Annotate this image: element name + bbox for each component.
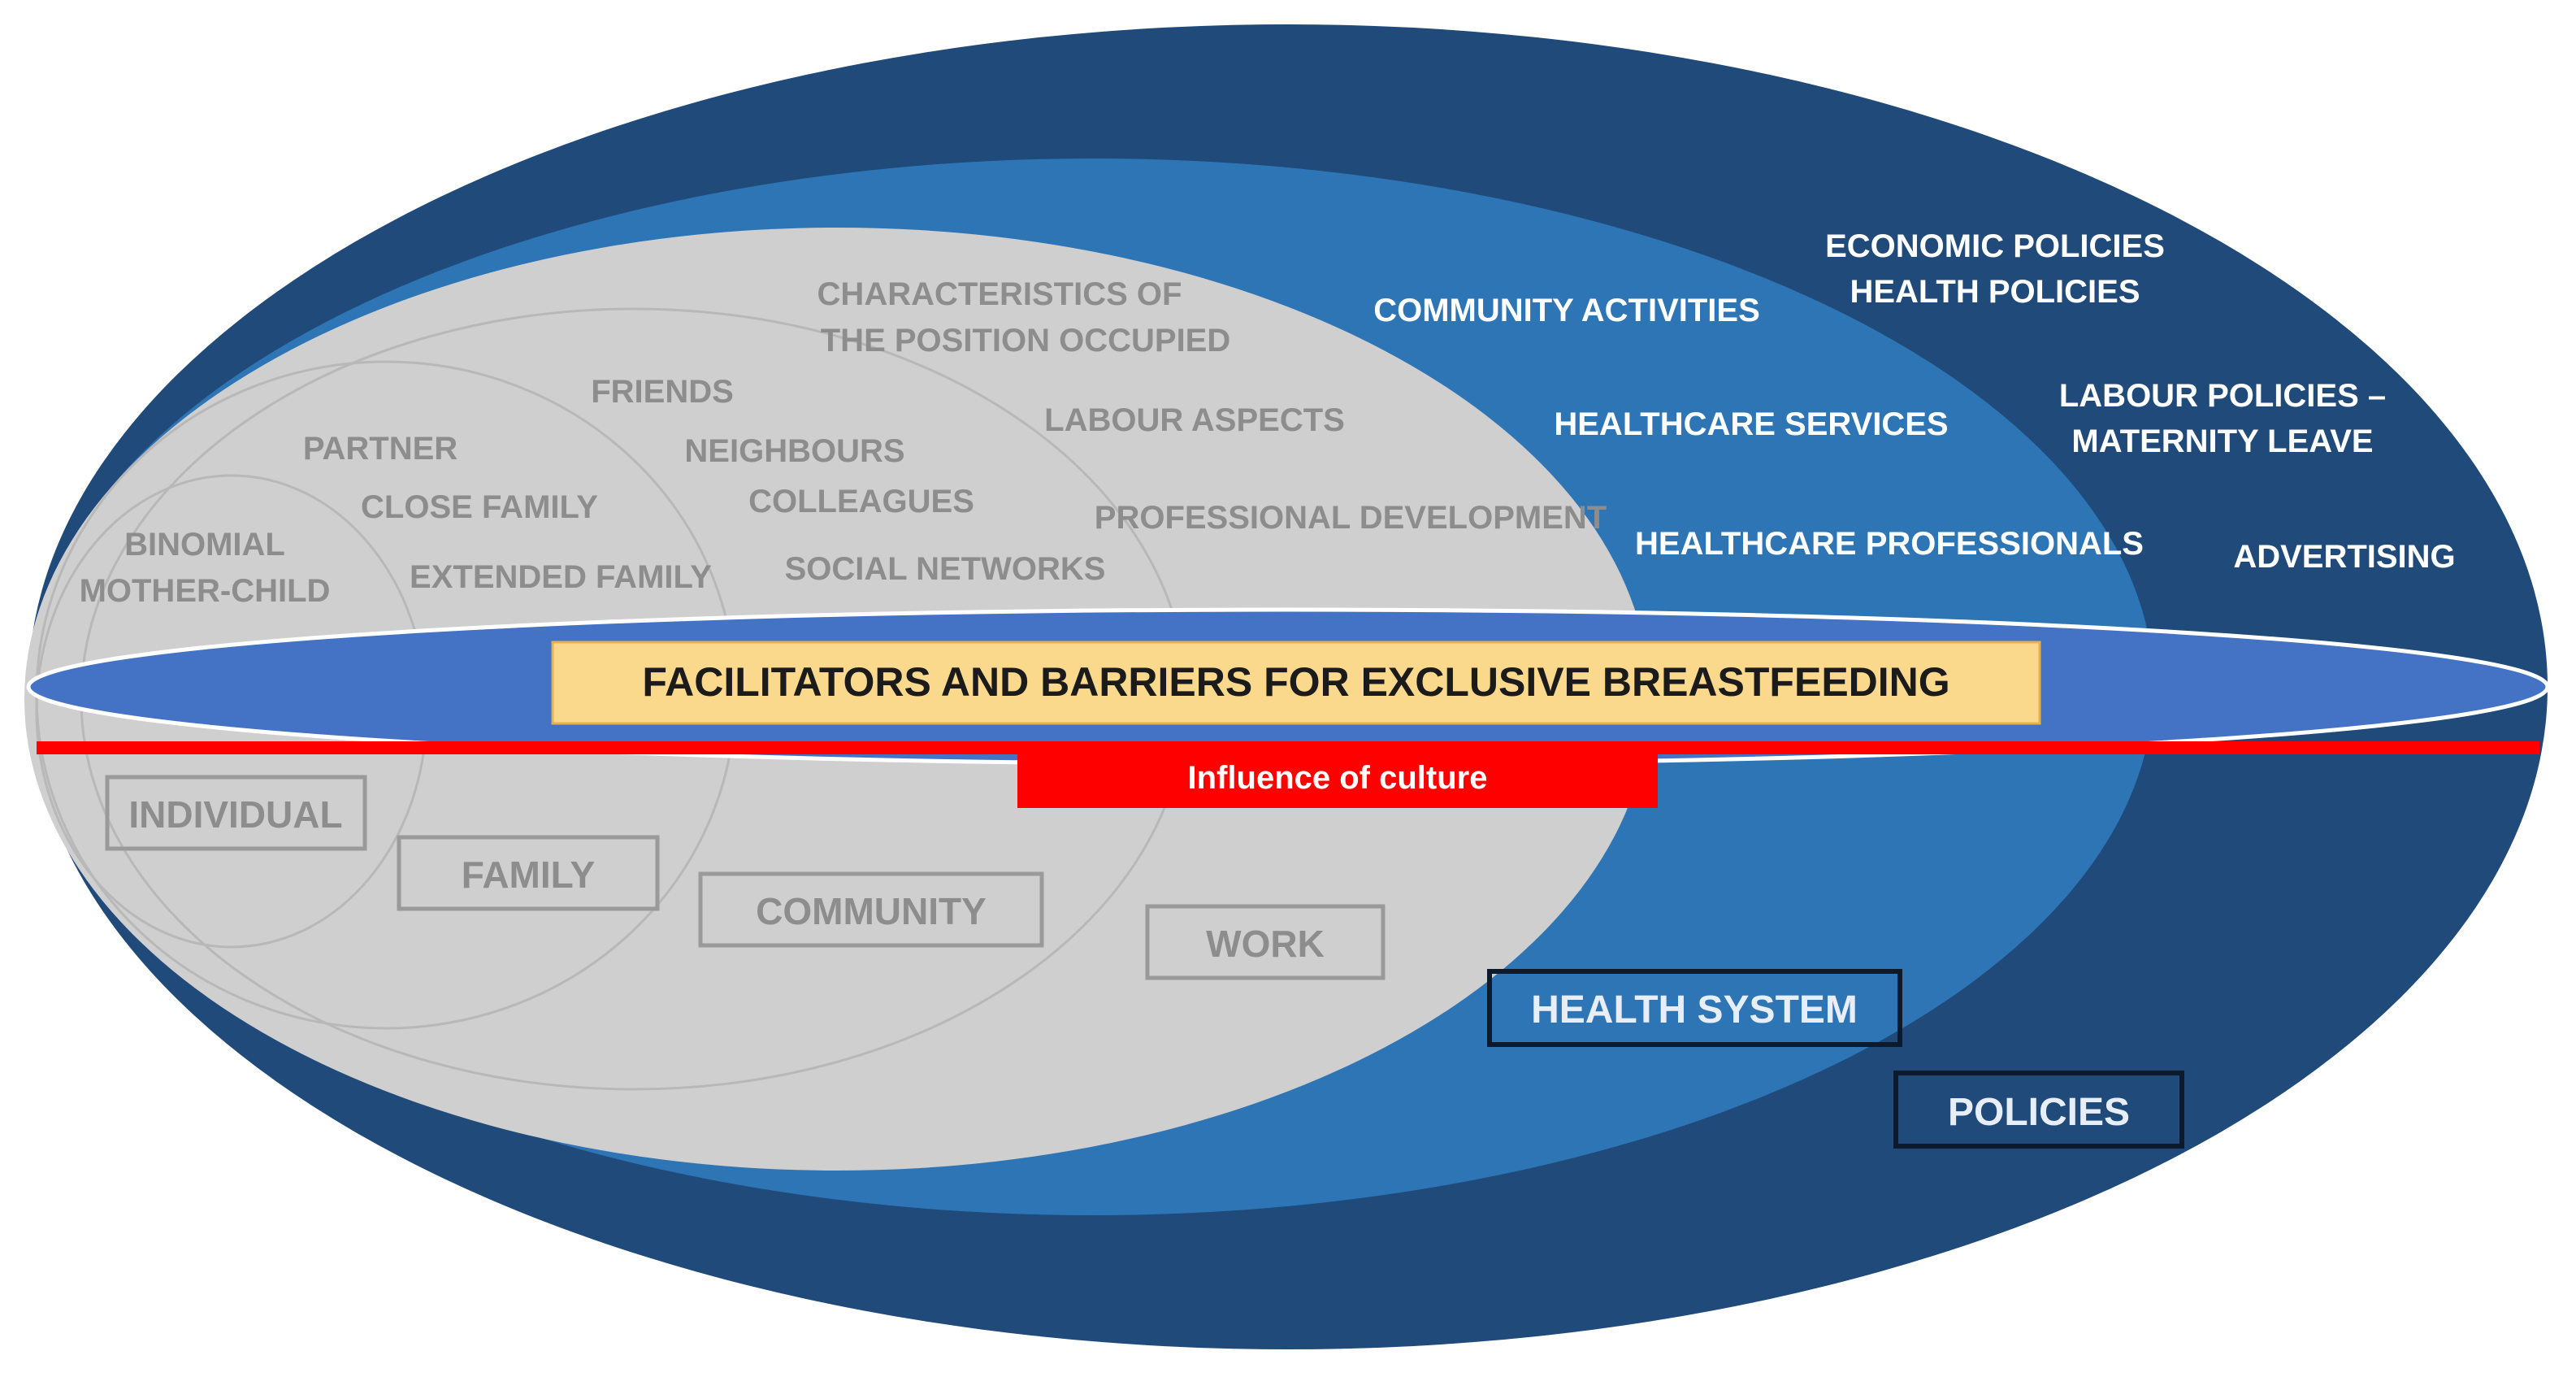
- individual-item-line2: MOTHER-CHILD: [80, 573, 331, 609]
- community-item-neighbours: NEIGHBOURS: [684, 433, 904, 469]
- health-system-label-box: [1487, 969, 1902, 1047]
- individual-item-line1: BINOMIAL: [124, 527, 285, 563]
- work-item-labour-aspects: LABOUR ASPECTS: [1044, 402, 1345, 438]
- family-label-box: [397, 835, 660, 911]
- culture-box: [1017, 741, 1658, 808]
- policies-item-economic-policies: ECONOMIC POLICIES: [1825, 228, 2165, 264]
- work-label-box: [1145, 904, 1386, 980]
- family-item-partner: PARTNER: [303, 431, 458, 467]
- policies-item-advertising: ADVERTISING: [2233, 539, 2455, 575]
- family-item-close-family: CLOSE FAMILY: [361, 489, 598, 525]
- health-item-community-activities: COMMUNITY ACTIVITIES: [1373, 293, 1760, 328]
- policies-item-labour-policies-line2: MATERNITY LEAVE: [2071, 424, 2373, 459]
- policies-label-box: [1893, 1071, 2184, 1149]
- policies-item-health-policies: HEALTH POLICIES: [1850, 274, 2140, 310]
- family-label: FAMILY: [462, 854, 595, 896]
- community-item-colleagues: COLLEAGUES: [748, 484, 974, 519]
- policies-label: POLICIES: [1948, 1091, 2130, 1134]
- policies-item-labour-policies-line1: LABOUR POLICIES –: [2059, 378, 2386, 414]
- work-item-characteristics-line1: CHARACTERISTICS OF: [817, 276, 1182, 312]
- community-item-friends: FRIENDS: [591, 374, 734, 410]
- individual-label-box: [105, 775, 367, 851]
- community-label-box: [698, 871, 1044, 948]
- health-item-healthcare-professionals: HEALTHCARE PROFESSIONALS: [1635, 526, 2144, 562]
- culture-label: Influence of culture: [1188, 760, 1488, 796]
- community-label: COMMUNITY: [756, 890, 987, 932]
- banner-box: [551, 641, 2041, 725]
- work-label: WORK: [1206, 923, 1325, 965]
- health-system-label: HEALTH SYSTEM: [1531, 988, 1858, 1032]
- community-item-social-networks: SOCIAL NETWORKS: [785, 551, 1106, 587]
- banner-text: FACILITATORS AND BARRIERS FOR EXCLUSIVE …: [642, 659, 1949, 705]
- individual-label: INDIVIDUAL: [128, 793, 342, 836]
- family-item-extended-family: EXTENDED FAMILY: [410, 559, 712, 595]
- health-item-healthcare-services: HEALTHCARE SERVICES: [1554, 406, 1948, 442]
- work-item-professional-development: PROFESSIONAL DEVELOPMENT: [1095, 500, 1607, 536]
- work-item-characteristics-line2: THE POSITION OCCUPIED: [821, 323, 1231, 358]
